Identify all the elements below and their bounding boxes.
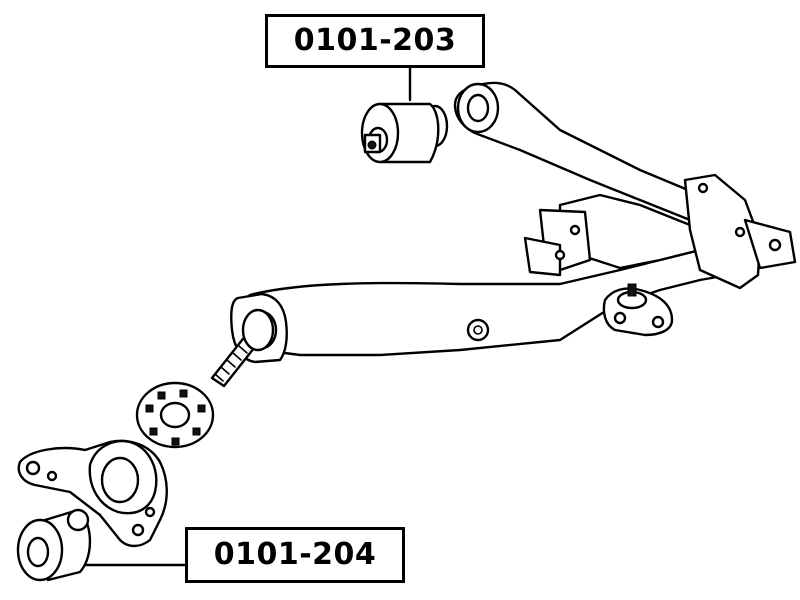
control-arm: [230, 81, 797, 364]
top-bushing: [360, 102, 449, 164]
threaded-stud: [210, 308, 275, 388]
toothed-washer: [135, 381, 215, 449]
bushing-bracket: [17, 439, 168, 548]
part-number-label-top: 0101-203: [265, 14, 485, 68]
part-number-label-bottom: 0101-204: [185, 527, 405, 583]
bottom-bushing: [16, 508, 92, 582]
